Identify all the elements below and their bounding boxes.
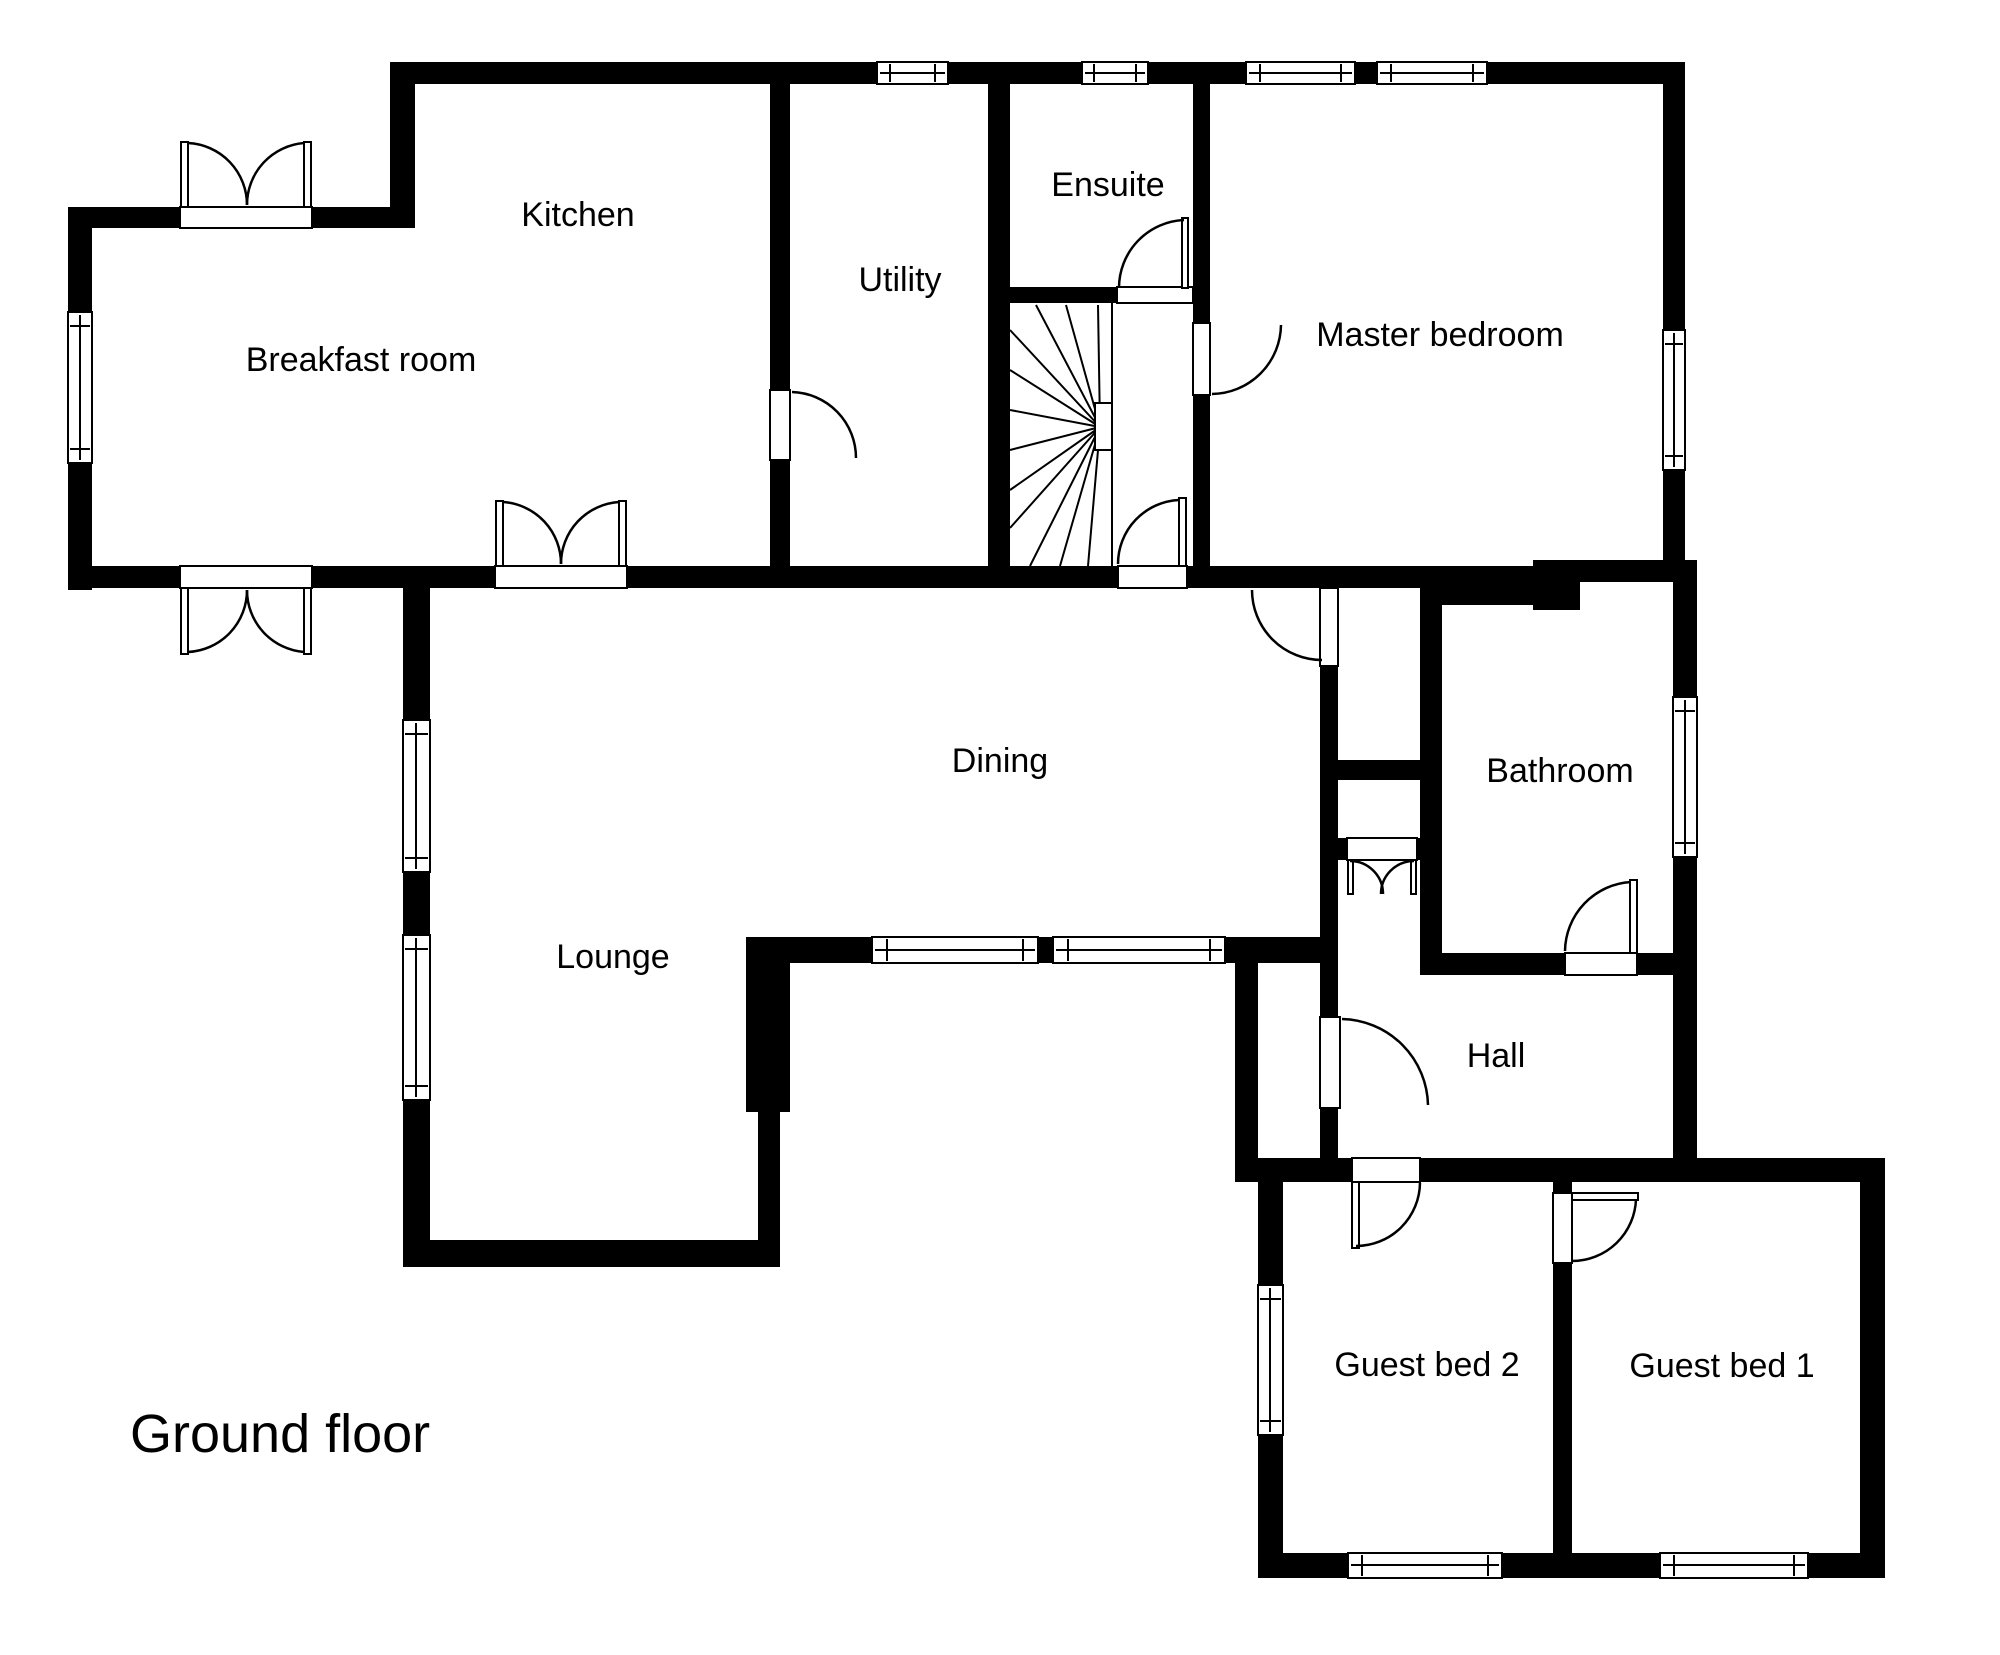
room-label-breakfast-room: Breakfast room [246, 341, 477, 379]
door-icon [1192, 322, 1283, 396]
double-door-icon [179, 565, 313, 655]
stair-newel [1094, 402, 1113, 451]
window-icon [876, 61, 949, 85]
door-icon [769, 389, 858, 461]
door-icon [1552, 1192, 1639, 1264]
window-icon [402, 719, 431, 873]
door-icon [1250, 587, 1339, 667]
wall-structure [68, 62, 1885, 1578]
room-label-ensuite: Ensuite [1051, 166, 1164, 204]
room-label-bathroom: Bathroom [1486, 752, 1633, 790]
window-icon [1257, 1284, 1284, 1436]
doors [179, 141, 1639, 1264]
door-icon [1116, 217, 1194, 304]
room-label-master-bedroom: Master bedroom [1316, 316, 1564, 354]
walls [68, 62, 1885, 1578]
window-icon [1662, 329, 1686, 471]
room-label-hall: Hall [1467, 1037, 1526, 1075]
windows [67, 61, 1809, 1579]
window-icon [1245, 61, 1356, 85]
page-title: Ground floor [130, 1404, 430, 1464]
room-label-lounge: Lounge [556, 938, 669, 976]
window-icon [1052, 936, 1226, 964]
double-door-icon [1346, 837, 1418, 895]
door-icon [1116, 497, 1188, 589]
window-icon [1376, 61, 1488, 85]
window-icon [67, 311, 93, 464]
staircase [1009, 303, 1113, 567]
room-label-guest-bed-2: Guest bed 2 [1334, 1346, 1519, 1384]
window-icon [402, 934, 431, 1101]
double-door-icon [494, 500, 628, 589]
window-icon [871, 936, 1039, 964]
room-label-dining: Dining [952, 742, 1048, 780]
window-icon [1672, 696, 1698, 858]
room-label-guest-bed-1: Guest bed 1 [1629, 1347, 1814, 1385]
stair-treads [1009, 304, 1101, 567]
door-icon [1563, 879, 1638, 976]
double-door-icon [179, 141, 313, 229]
door-icon [1319, 1016, 1430, 1109]
room-label-utility: Utility [858, 261, 941, 299]
room-label-kitchen: Kitchen [521, 196, 634, 234]
room-labels: Kitchen Breakfast room Utility Ensuite M… [246, 166, 1815, 1385]
door-icon [1351, 1157, 1422, 1249]
window-icon [1347, 1552, 1503, 1579]
window-icon [1081, 61, 1149, 85]
window-icon [1659, 1552, 1809, 1579]
